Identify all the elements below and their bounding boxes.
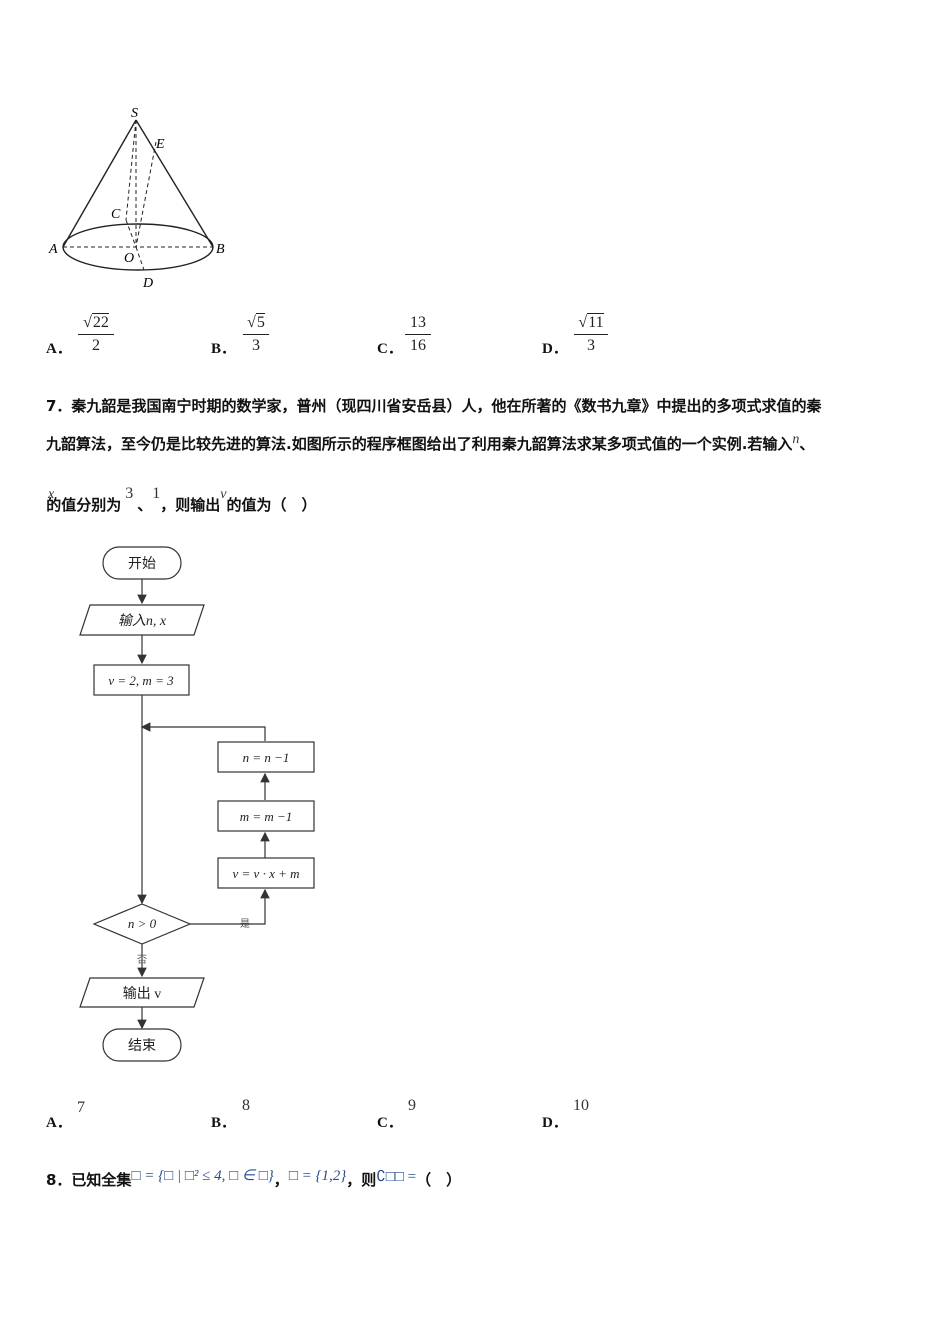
q7-var-v: v: [220, 487, 227, 502]
q7-line-1: 7．秦九韶是我国南宁时期的数学家，普州（现四川省安岳县）人，他在所著的《数书九章…: [46, 397, 822, 415]
q8-line: 8．已知全集□ = {□ | □² ≤ 4, □ ∈ □}，□ = {1,2}，…: [46, 1168, 462, 1190]
q6-option-d-den: 3: [587, 337, 595, 354]
q6-option-b-den: 3: [252, 337, 260, 354]
q6-option-a-letter[interactable]: A．: [46, 341, 72, 357]
label-c: C: [111, 207, 121, 222]
q7-option-b-value: 8: [242, 1097, 250, 1114]
q6-option-c-den: 16: [410, 337, 426, 354]
flow-step-m-label: m = m −1: [240, 809, 293, 824]
q6-option-c-num: 13: [410, 314, 426, 331]
q8-comma: ，: [273, 1171, 289, 1189]
q7-line-3: x的值分别为3、1，则输出v的值为（ ）: [46, 485, 317, 515]
q7-option-a-letter[interactable]: A．: [46, 1115, 72, 1131]
flow-input-label: 输入n, x: [118, 613, 167, 629]
flow-init-label: v = 2, m = 3: [108, 673, 174, 688]
q8-set-a: □ = {1,2}: [288, 1168, 347, 1184]
label-o: O: [124, 251, 134, 266]
q7-option-d-letter[interactable]: D．: [542, 1115, 568, 1131]
q8-complement: ∁□□ =: [376, 1169, 417, 1185]
q7-var-n: n: [792, 432, 800, 447]
flow-end-shape: [102, 1028, 182, 1062]
q7-line-2-text: 九韶算法，至今仍是比较先进的算法.如图所示的程序框图给出了利用秦九韶算法求某多项…: [46, 435, 793, 453]
q6-option-d-fraction: √11 3: [574, 313, 608, 355]
flow-step-n-label: n = n −1: [243, 750, 290, 765]
q7-line-3a: 的值分别为: [46, 496, 122, 514]
q6-option-d-letter[interactable]: D．: [542, 341, 568, 357]
q7-option-a-value: 7: [77, 1099, 85, 1116]
q7-val-1: 3: [125, 485, 134, 502]
flowchart: 开始 输入n, x v = 2, m = 3 n = n −1 m = m −1…: [79, 546, 315, 1062]
label-a: A: [48, 242, 58, 257]
label-b: B: [216, 242, 225, 257]
q8-set-u: □ = {□ | □² ≤ 4, □ ∈ □}: [131, 1168, 274, 1184]
q7-line-3c: 的值为（ ）: [226, 496, 317, 514]
q6-option-a-radicand: 22: [91, 313, 109, 331]
q8-suffix: （ ）: [416, 1171, 462, 1189]
q6-option-c-fraction: 13 16: [405, 314, 431, 355]
flow-yes-label: 是: [240, 918, 250, 930]
q7-option-d-value: 10: [573, 1097, 589, 1114]
flow-end-label: 结束: [128, 1038, 156, 1054]
q7-option-c-value: 9: [408, 1097, 416, 1114]
flow-step-v-shape: [217, 857, 315, 889]
label-e: E: [155, 137, 165, 152]
q6-option-b-radicand: 5: [255, 313, 265, 331]
q7-val-2: 1: [152, 485, 161, 502]
q6-option-b-fraction: √5 3: [243, 313, 269, 355]
q7-var-x: x: [48, 487, 55, 502]
q7-option-c-letter[interactable]: C．: [377, 1115, 403, 1131]
flow-cond-label: n > 0: [128, 916, 157, 931]
flow-output-shape: [79, 977, 205, 1008]
cone-figure: S E C A O B D: [48, 106, 225, 291]
flow-no-label: 否: [137, 954, 147, 966]
label-d: D: [142, 276, 153, 291]
flow-input-shape: [79, 604, 205, 636]
q7-line-2: 九韶算法，至今仍是比较先进的算法.如图所示的程序框图给出了利用秦九韶算法求某多项…: [46, 432, 815, 454]
flow-step-m-shape: [217, 800, 315, 832]
flow-step-v-label: v = v · x + m: [233, 866, 300, 881]
flow-init-shape: [93, 664, 190, 696]
label-s: S: [131, 106, 138, 121]
q6-option-a-den: 2: [92, 337, 100, 354]
q8-prefix: 8．已知全集: [46, 1171, 132, 1189]
q7-line-3b: ，则输出: [160, 496, 221, 514]
q6-option-c-letter[interactable]: C．: [377, 341, 403, 357]
flow-output-label: 输出 v: [123, 986, 162, 1002]
q6-option-a-fraction: √22 2: [78, 313, 114, 355]
q8-mid: ，则: [346, 1171, 377, 1189]
q6-option-d-radicand: 11: [587, 313, 604, 331]
q7-sep-1: 、: [799, 435, 815, 453]
q7-sep-2: 、: [137, 496, 153, 514]
flow-start-label: 开始: [128, 556, 156, 572]
q6-option-b-letter[interactable]: B．: [211, 341, 237, 357]
q7-option-b-letter[interactable]: B．: [211, 1115, 237, 1131]
flow-step-n-shape: [217, 741, 315, 773]
